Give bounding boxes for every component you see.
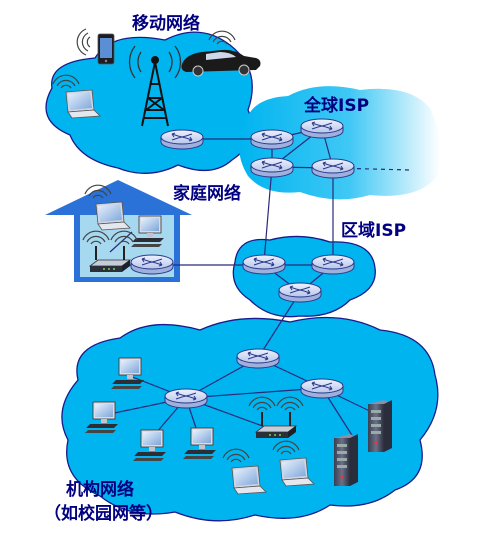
smartphone-icon — [97, 33, 115, 65]
router-icon — [236, 348, 280, 369]
regional-isp-cloud — [232, 235, 376, 318]
router-icon — [278, 282, 322, 303]
mobile-network-label: 移动网络 — [132, 14, 200, 34]
router-icon — [311, 158, 355, 179]
institutional-network-label: 机构网络 — [66, 480, 134, 500]
cell-tower-icon — [128, 45, 182, 127]
router-icon — [130, 254, 174, 275]
router-icon — [250, 129, 294, 150]
regional-isp-label: 区域ISP — [341, 221, 407, 241]
router-icon — [242, 254, 286, 275]
server-icon — [334, 434, 358, 486]
wifi-signal-icon — [76, 28, 91, 56]
home-network-label: 家庭网络 — [173, 184, 241, 204]
car-icon — [181, 49, 261, 77]
institutional-network-example-label: （如校园网等） — [44, 504, 163, 524]
global-isp-label: 全球ISP — [304, 96, 370, 116]
router-icon — [311, 254, 355, 275]
router-icon — [300, 378, 344, 399]
server-icon — [368, 400, 392, 452]
router-icon — [300, 118, 344, 139]
router-icon — [160, 129, 204, 150]
router-icon — [164, 388, 208, 409]
router-icon — [250, 157, 294, 178]
